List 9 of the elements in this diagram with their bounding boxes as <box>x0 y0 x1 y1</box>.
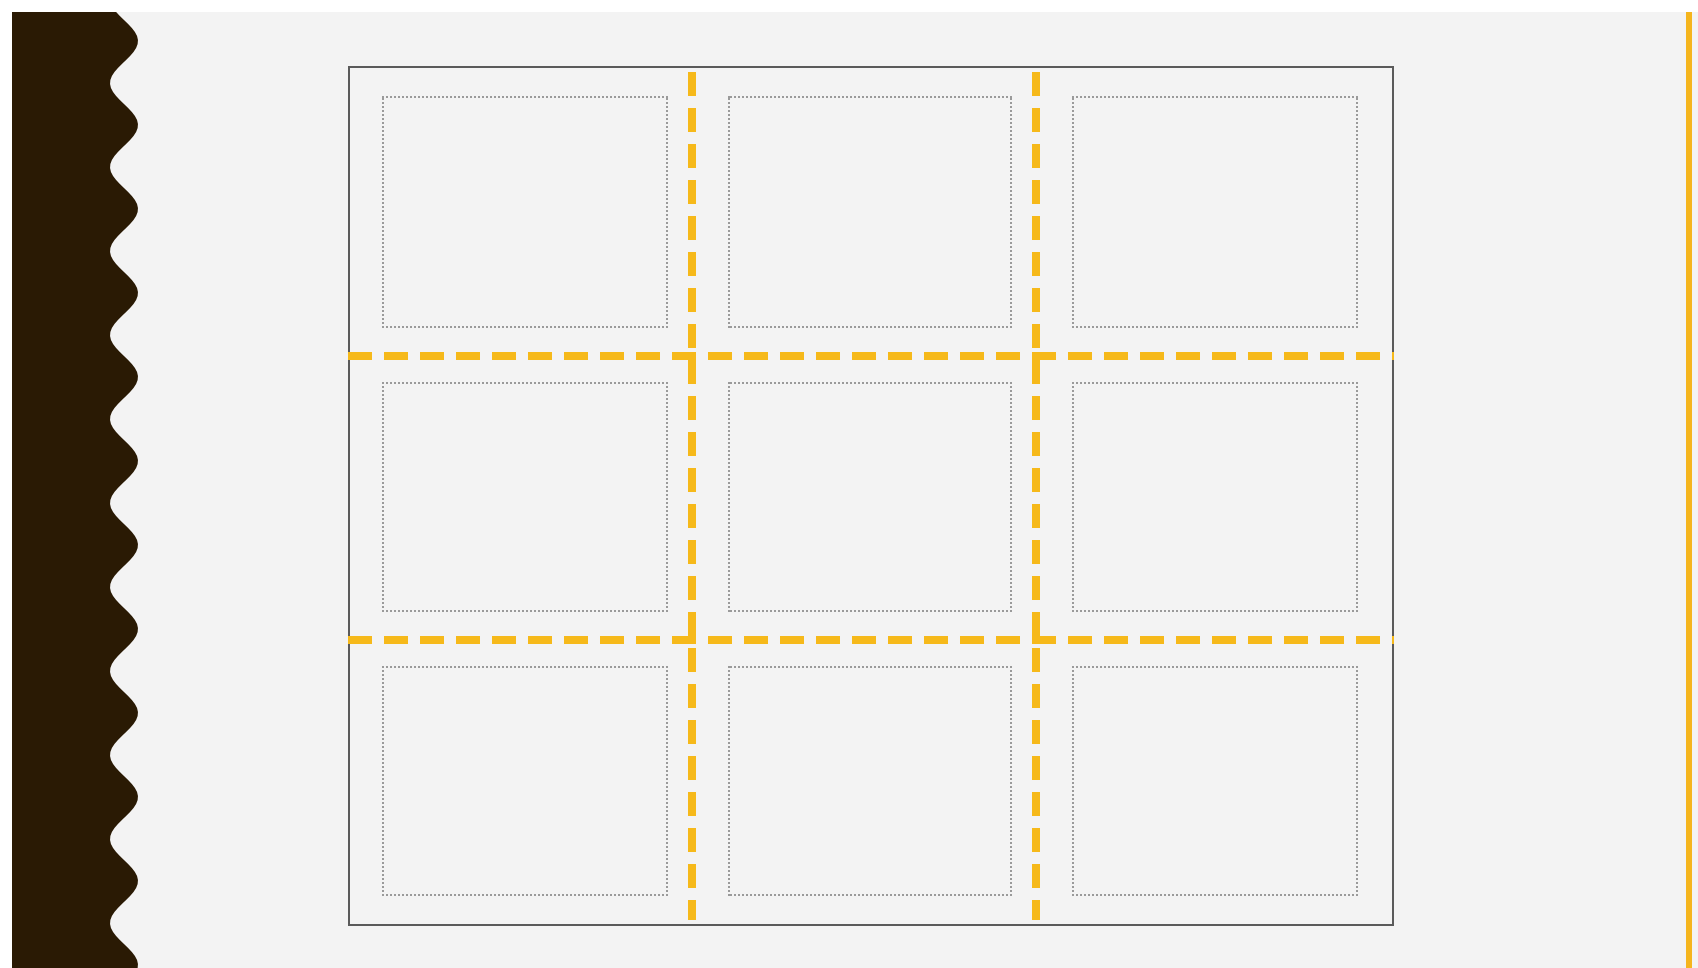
dotted-box <box>382 96 668 328</box>
dotted-box <box>382 666 668 896</box>
dotted-box <box>728 666 1012 896</box>
dotted-box <box>1072 96 1358 328</box>
dotted-box <box>728 96 1012 328</box>
dotted-box <box>1072 666 1358 896</box>
dotted-box <box>728 382 1012 612</box>
dotted-box <box>382 382 668 612</box>
dotted-box <box>1072 382 1358 612</box>
